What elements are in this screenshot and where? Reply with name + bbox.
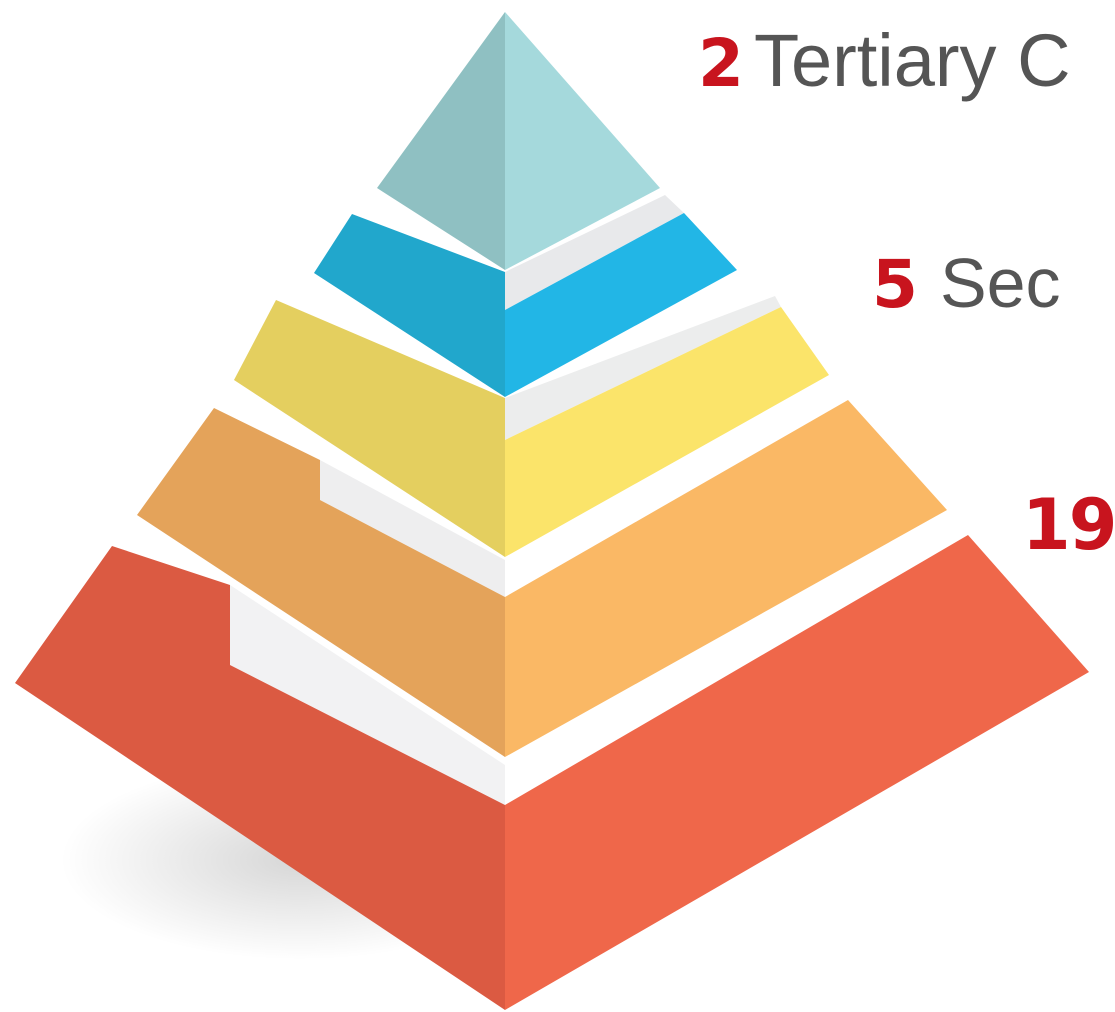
tier-label-3-number: 19 [1022,484,1115,566]
tier-third [234,296,829,557]
tier-second [314,195,737,397]
pyramid-diagram [15,12,1089,1010]
tier-fourth-inner [320,460,505,597]
tier-base-inner [230,585,505,805]
tier-label-2-text: Sec [939,244,1061,322]
tier-fourth-left [137,408,505,757]
tier-second-left [314,214,505,397]
tier-third-right [505,307,829,557]
tier-label-3: 19 [1022,490,1115,560]
tier-label-1-text: Tertiary C [753,19,1071,102]
tier-top-right [505,12,660,270]
tier-label-1-number: 2 [698,25,744,102]
tier-second-right [505,213,737,397]
tier-third-left [234,300,505,557]
tier-base-left [15,546,505,1010]
tier-base-right [505,535,1089,1010]
tier-top-left [377,12,505,270]
tier-third-inner [505,296,781,440]
tier-fourth [137,400,947,757]
tier-fourth-right [505,400,947,757]
tier-second-inner [505,195,684,310]
tier-base [15,535,1089,1010]
tier-top [377,12,660,270]
tier-label-2-number: 5 [872,246,918,323]
